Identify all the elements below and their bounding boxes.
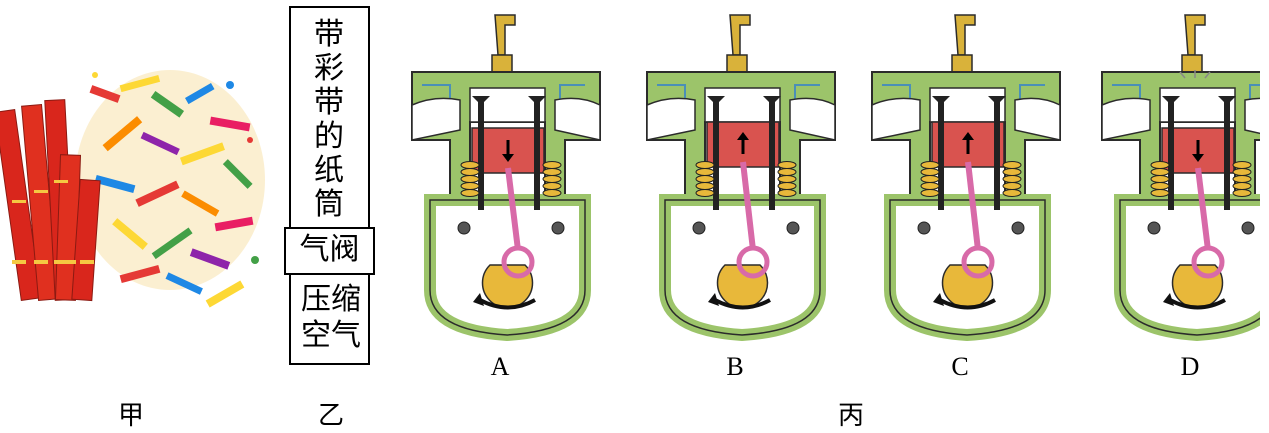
caption-jia: 甲 (118, 401, 145, 431)
tube-top-label: 带彩带的纸筒 (314, 17, 344, 222)
rotation-arrow-icon (479, 298, 536, 310)
exhaust-valve (988, 96, 1006, 210)
caption-yi: 乙 (318, 401, 345, 431)
engine-label: B (726, 352, 743, 381)
connecting-rod (965, 161, 981, 251)
red-tubes (0, 99, 101, 302)
exhaust-valve (528, 96, 546, 210)
connecting-rod (505, 167, 521, 251)
spark-plug-icon (954, 14, 976, 56)
spark-plug-icon (494, 14, 516, 56)
rotation-arrow-icon (714, 298, 771, 310)
party-popper-photo (0, 60, 270, 330)
intake-valve (1162, 96, 1180, 210)
intake-valve (472, 96, 490, 210)
connecting-rod (1195, 167, 1211, 251)
valve-box (284, 227, 375, 275)
intake-valve (707, 96, 725, 210)
exhaust-valve (1218, 96, 1236, 210)
engine-label: A (491, 352, 510, 381)
spark-plug-icon (1184, 14, 1206, 56)
rotation-arrow-icon (1169, 298, 1226, 310)
engine-a: A (411, 14, 601, 381)
engine-label: C (951, 352, 968, 381)
spark-icon (1179, 70, 1211, 79)
engine-b: B (646, 14, 836, 381)
compressed-air-label: 压缩空气 (301, 282, 361, 353)
engine-d: D (1101, 14, 1269, 381)
connecting-rod (740, 161, 756, 251)
caption-bing: 丙 (838, 401, 865, 431)
engine-strokes-svg: A B C D (411, 14, 1269, 381)
intake-valve (932, 96, 950, 210)
engine-c: C (871, 14, 1061, 381)
party-popper-illustration (0, 70, 265, 308)
engine-diagrams: A B C D (400, 0, 1269, 390)
engine-label: D (1181, 352, 1200, 381)
rotation-arrow-icon (939, 298, 996, 310)
confetti (75, 70, 265, 308)
tube-diagram (289, 6, 370, 365)
exhaust-valve (763, 96, 781, 210)
spark-plug-icon (729, 14, 751, 56)
valve-label: 气阀 (299, 232, 360, 267)
